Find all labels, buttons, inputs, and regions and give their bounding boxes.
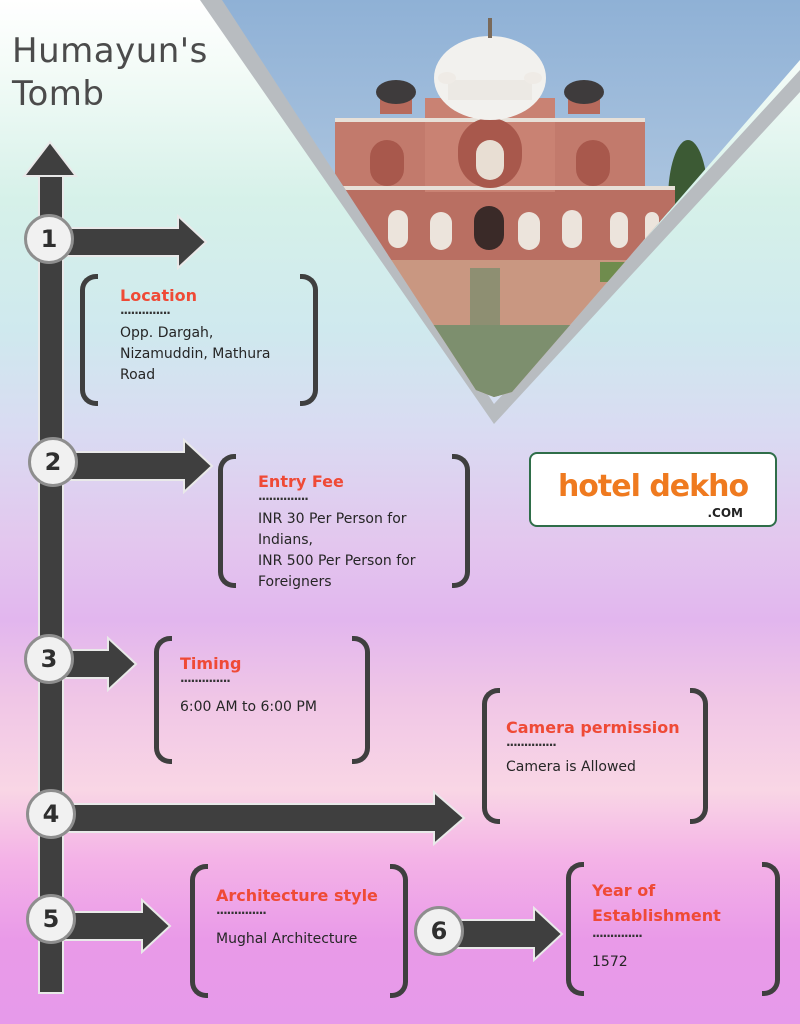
- card-divider: ..............: [506, 735, 557, 749]
- step-3-arrow-icon: [60, 636, 138, 692]
- card-6-right-bracket: [762, 862, 780, 996]
- card-body: INR 30 Per Person for Indians, INR 500 P…: [258, 511, 416, 590]
- step-4-arrow-icon: [60, 790, 466, 846]
- card-body: Camera is Allowed: [506, 759, 636, 775]
- step-3-number-badge: 3: [24, 634, 74, 684]
- card-architecture-style: Architecture style .............. Mughal…: [216, 886, 401, 950]
- card-location: Location .............. Opp. Dargah, Niz…: [120, 286, 305, 386]
- card-divider: ..............: [592, 926, 643, 940]
- logo-wordmark: hotel dekho: [557, 469, 749, 504]
- step-5-arrow-icon: [60, 898, 172, 954]
- step-1-arrow-icon: [60, 214, 208, 270]
- card-2-left-bracket: [218, 454, 236, 588]
- card-4-left-bracket: [482, 688, 500, 824]
- card-timing: Timing .............. 6:00 AM to 6:00 PM: [180, 654, 355, 718]
- card-heading: Timing: [180, 654, 242, 673]
- timeline-spine: [38, 172, 64, 994]
- card-3-right-bracket: [352, 636, 370, 764]
- card-5-left-bracket: [190, 864, 208, 998]
- timeline-up-arrow-icon: [22, 140, 78, 177]
- hoteldekho-logo: hotel dekho .COM: [529, 452, 777, 527]
- step-4-number-badge: 4: [26, 789, 76, 839]
- card-3-left-bracket: [154, 636, 172, 764]
- card-heading: Architecture style: [216, 886, 378, 905]
- monument-photo: [200, 0, 800, 424]
- card-heading: Year of Establishment: [592, 881, 721, 925]
- card-divider: ..............: [216, 903, 267, 917]
- card-1-right-bracket: [300, 274, 318, 406]
- card-body: 1572: [592, 954, 628, 970]
- photo-frame: [200, 0, 800, 424]
- card-heading: Camera permission: [506, 718, 680, 737]
- card-camera-permission: Camera permission .............. Camera …: [506, 718, 706, 778]
- step-2-arrow-icon: [60, 438, 214, 494]
- logo-domain: .COM: [707, 506, 743, 520]
- card-2-right-bracket: [452, 454, 470, 588]
- card-year-of-establishment: Year of Establishment .............. 157…: [592, 878, 757, 973]
- card-1-left-bracket: [80, 274, 98, 406]
- card-body: Opp. Dargah, Nizamuddin, Mathura Road: [120, 325, 271, 383]
- card-body: Mughal Architecture: [216, 931, 358, 947]
- card-4-right-bracket: [690, 688, 708, 824]
- step-6-arrow-icon: [452, 906, 564, 962]
- step-6-number-badge: 6: [414, 906, 464, 956]
- page-title: Humayun's Tomb: [12, 31, 208, 114]
- step-1-number-badge: 1: [24, 214, 74, 264]
- step-2-number-badge: 2: [28, 437, 78, 487]
- card-body: 6:00 AM to 6:00 PM: [180, 699, 317, 715]
- card-heading: Location: [120, 286, 197, 305]
- card-5-right-bracket: [390, 864, 408, 998]
- card-entry-fee: Entry Fee .............. INR 30 Per Pers…: [258, 472, 458, 593]
- card-6-left-bracket: [566, 862, 584, 996]
- card-divider: ..............: [258, 489, 309, 503]
- step-5-number-badge: 5: [26, 894, 76, 944]
- card-divider: ..............: [180, 671, 231, 685]
- card-heading: Entry Fee: [258, 472, 344, 491]
- card-divider: ..............: [120, 303, 171, 317]
